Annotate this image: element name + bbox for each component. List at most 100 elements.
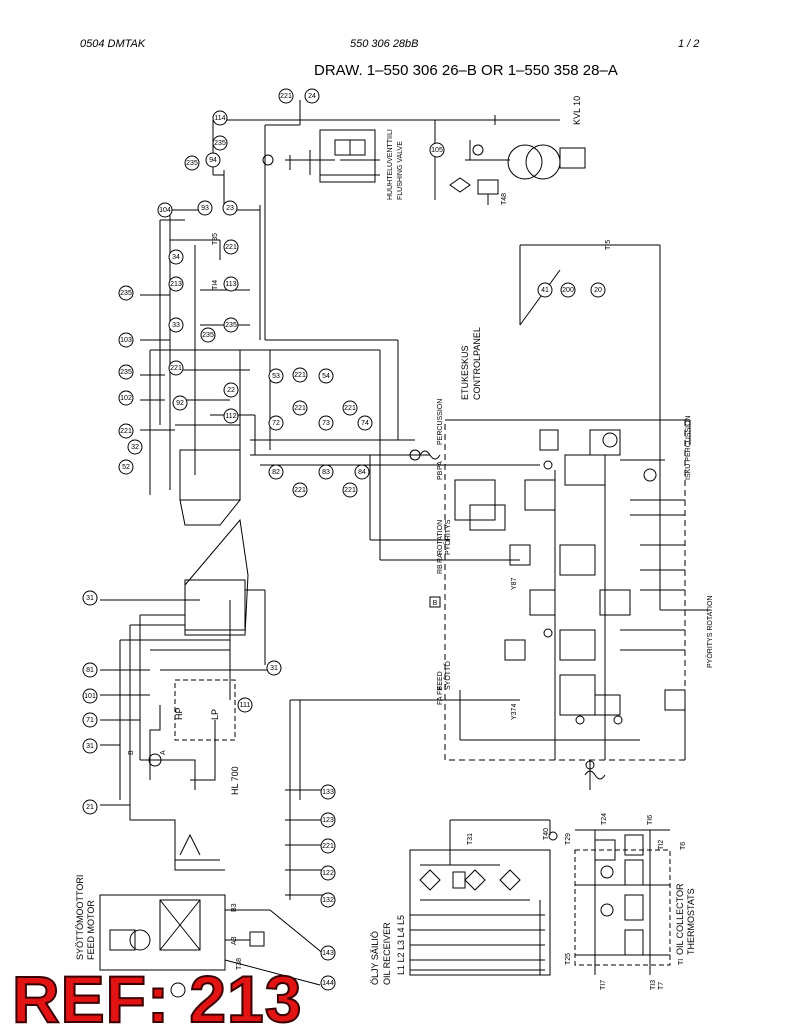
callout-112: 112 <box>225 413 236 420</box>
flushing-valve-label-en: FLUSHING VALVE <box>397 141 404 200</box>
t6-label: T6 <box>680 842 687 850</box>
distribution-block-upper <box>179 449 242 526</box>
callout-102: 102 <box>120 395 132 402</box>
box-b-label: B <box>433 600 438 607</box>
t7-label: T7 <box>658 982 665 990</box>
port-a: A <box>160 750 167 755</box>
callout-221: 221 <box>294 487 306 494</box>
callout-22: 22 <box>227 387 235 394</box>
callout-200: 200 <box>562 287 574 294</box>
thermostats-label: THERMOSTATS <box>686 888 696 955</box>
callout-82: 82 <box>272 469 280 476</box>
callout-81: 81 <box>86 667 94 674</box>
syotto-label: SYÖTTÖ <box>444 661 452 690</box>
lp-label: LP <box>210 709 220 720</box>
t38-label: T38 <box>236 958 243 970</box>
callout-21: 21 <box>86 804 94 811</box>
callout-221: 221 <box>120 428 132 435</box>
feed-motor-label-fi: SYÖTTÖMOOTTORI <box>75 875 85 960</box>
feed-motor-label-en: FEED MOTOR <box>86 900 96 960</box>
port-fa: FA <box>437 696 444 705</box>
callout-221: 221 <box>225 244 237 251</box>
callout-54: 54 <box>322 373 330 380</box>
callout-122: 122 <box>322 870 334 877</box>
callout-114: 114 <box>214 115 225 122</box>
t16-label: TI6 <box>647 815 654 825</box>
hl700-label: HL 700 <box>230 766 240 795</box>
iskut-percussion-label: ISKU PERCUSSION <box>685 415 692 480</box>
t35-label: T35 <box>212 233 219 245</box>
callout-105: 105 <box>431 147 443 154</box>
callout-235: 235 <box>214 140 226 147</box>
callout-235: 235 <box>202 332 214 339</box>
callout-143: 143 <box>322 950 334 957</box>
callout-132: 132 <box>322 897 334 904</box>
port-pa: PA <box>437 461 444 470</box>
callout-221: 221 <box>294 405 306 412</box>
rotation-label: ROTATION <box>437 520 444 555</box>
callout-41: 41 <box>541 287 549 294</box>
callout-103: 103 <box>120 337 132 344</box>
callout-31: 31 <box>270 665 278 672</box>
callout-221: 221 <box>294 372 306 379</box>
callout-221: 221 <box>280 93 292 100</box>
percussion-label: PERCUSSION <box>437 399 444 445</box>
t48-label: T48 <box>501 193 508 205</box>
callout-71: 71 <box>86 717 94 724</box>
callout-111: 111 <box>240 702 251 709</box>
header-left: 0504 DMTAK <box>80 38 146 50</box>
port-b3: B3 <box>231 903 238 912</box>
hl700-block <box>129 679 236 871</box>
pyoritys-rotation-label: PYÖRITYS ROTATION <box>706 596 714 668</box>
port-a3: A3 <box>231 936 238 945</box>
feed-motor <box>99 894 326 986</box>
callout-73: 73 <box>322 420 330 427</box>
port-ra: RA <box>437 553 444 563</box>
t15-label: TI5 <box>605 240 612 250</box>
oil-collector <box>574 829 671 975</box>
callout-23: 23 <box>226 205 234 212</box>
t14-label: TI4 <box>212 280 219 290</box>
t31-label: T31 <box>467 833 474 845</box>
callout-235: 235 <box>120 290 132 297</box>
callout-221: 221 <box>344 487 356 494</box>
callout-101: 101 <box>84 693 96 700</box>
callout-33: 33 <box>172 322 180 329</box>
port-pb: PB <box>437 470 444 480</box>
callout-53: 53 <box>272 373 280 380</box>
ref-label: REF: 213 <box>11 962 303 1036</box>
oil-collector-label: OIL COLLECTOR <box>675 883 685 955</box>
oil-receiver <box>409 819 558 976</box>
callout-235: 235 <box>225 322 237 329</box>
callout-104: 104 <box>159 207 171 214</box>
y87-label: Y87 <box>511 577 518 590</box>
control-panel <box>409 244 710 790</box>
callout-83: 83 <box>322 469 330 476</box>
callout-84: 84 <box>358 469 366 476</box>
lower-left-pipes <box>100 589 445 900</box>
top-pipes <box>140 100 496 561</box>
callout-93: 93 <box>201 205 209 212</box>
header-center: 550 306 28bB <box>350 38 419 50</box>
callout-133: 133 <box>322 789 334 796</box>
distribution-block-lower <box>184 518 249 636</box>
callout-213: 213 <box>170 281 182 288</box>
y374-label: Y374 <box>511 704 518 720</box>
oil-receiver-label-en: OIL RECEIVER <box>382 922 392 985</box>
t25-label: T25 <box>565 953 572 965</box>
callout-221: 221 <box>344 405 356 412</box>
port-rb: RB <box>437 564 444 574</box>
port-fb: FB <box>437 686 444 695</box>
t24-label: T24 <box>601 813 608 825</box>
callout-31: 31 <box>86 743 94 750</box>
page-number: 1 / 2 <box>678 38 700 50</box>
callout-221: 221 <box>322 843 334 850</box>
flushing-valve <box>262 129 380 183</box>
t29-label: T29 <box>565 833 572 845</box>
oil-lines-label: L1 L2 L3 L4 L5 <box>396 915 406 975</box>
feed-label: FEED <box>437 671 444 690</box>
t13-label: TI3 <box>650 980 657 990</box>
callout-113: 113 <box>225 281 236 288</box>
callout-31: 31 <box>86 595 94 602</box>
